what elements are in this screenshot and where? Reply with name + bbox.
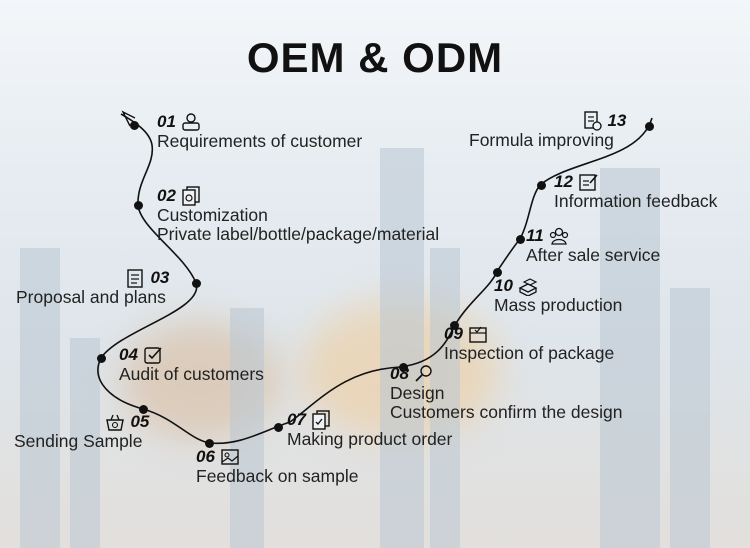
background-building bbox=[670, 288, 710, 548]
step-03: 03 Proposal and plans bbox=[16, 268, 169, 307]
step-number: 02 bbox=[157, 186, 176, 205]
step-label: Making product order bbox=[287, 429, 453, 449]
step-07: 07 Making product order bbox=[287, 410, 452, 449]
checkmark-icon bbox=[142, 345, 164, 365]
step-label: Audit of customers bbox=[119, 364, 264, 384]
step-number: 12 bbox=[554, 172, 573, 191]
step-number: 05 bbox=[130, 412, 150, 431]
customer-icon bbox=[180, 112, 202, 132]
step-number: 01 bbox=[157, 112, 176, 131]
image-icon bbox=[219, 447, 241, 467]
step-label: After sale service bbox=[526, 245, 661, 265]
step-13: 13 Formula improving bbox=[469, 111, 626, 150]
step-number: 11 bbox=[526, 226, 544, 245]
step-01: 01 Requirements of customer bbox=[157, 112, 362, 151]
step-label: Customization bbox=[157, 205, 268, 225]
basket-icon bbox=[104, 412, 126, 432]
background-building bbox=[70, 338, 100, 548]
package-icon bbox=[467, 324, 489, 344]
step-marker bbox=[204, 438, 214, 448]
step-marker bbox=[129, 120, 139, 130]
step-marker bbox=[191, 278, 201, 288]
step-10: 10 Mass production bbox=[494, 276, 622, 315]
step-09: 09 Inspection of package bbox=[444, 324, 614, 363]
step-number: 10 bbox=[494, 276, 513, 295]
step-number: 07 bbox=[287, 410, 306, 429]
formula-icon bbox=[581, 111, 603, 131]
background-building bbox=[380, 148, 424, 548]
step-04: 04 Audit of customers bbox=[119, 345, 264, 384]
team-icon bbox=[548, 226, 570, 246]
documents-icon bbox=[180, 186, 202, 206]
step-number: 09 bbox=[444, 324, 463, 343]
step-label: Formula improving bbox=[469, 130, 614, 150]
step-label: Information feedback bbox=[554, 191, 718, 211]
clipboard-icon bbox=[124, 268, 146, 288]
step-marker bbox=[133, 200, 143, 210]
edit-icon bbox=[577, 172, 599, 192]
order-icon bbox=[310, 410, 332, 430]
step-label: Proposal and plans bbox=[16, 287, 166, 307]
step-marker bbox=[449, 320, 459, 330]
step-number: 08 bbox=[390, 364, 409, 383]
step-06: 06 Feedback on sample bbox=[196, 447, 358, 486]
step-number: 13 bbox=[607, 111, 627, 130]
step-label: Sending Sample bbox=[14, 431, 143, 451]
step-marker bbox=[515, 234, 525, 244]
step-11: 11 After sale service bbox=[526, 226, 660, 265]
step-marker bbox=[96, 353, 106, 363]
background-building bbox=[230, 308, 264, 548]
boxes-icon bbox=[517, 276, 539, 297]
background-building bbox=[20, 248, 60, 548]
page-title: OEM & ODM bbox=[246, 34, 504, 81]
step-marker bbox=[644, 121, 654, 131]
step-08: 08 Design Customers confirm the design bbox=[390, 364, 622, 422]
step-number: 03 bbox=[150, 268, 170, 287]
magnifier-icon bbox=[413, 364, 435, 384]
step-marker bbox=[138, 404, 148, 414]
background-building bbox=[430, 248, 460, 548]
step-label: Feedback on sample bbox=[196, 466, 359, 486]
step-label: Design bbox=[390, 383, 445, 403]
step-number: 06 bbox=[196, 447, 215, 466]
step-label: Inspection of package bbox=[444, 343, 615, 363]
step-marker bbox=[536, 180, 546, 190]
step-label: Customers confirm the design bbox=[390, 402, 623, 422]
background-building bbox=[600, 168, 660, 548]
step-label: Requirements of customer bbox=[157, 131, 363, 151]
step-label: Mass production bbox=[494, 295, 623, 315]
step-marker bbox=[273, 422, 283, 432]
step-02: 02 Customization Private label/bottle/pa… bbox=[157, 186, 439, 244]
step-12: 12 Information feedback bbox=[554, 172, 717, 211]
step-label: Private label/bottle/package/material bbox=[157, 224, 440, 244]
step-05: 05 Sending Sample bbox=[14, 412, 149, 451]
step-number: 04 bbox=[119, 345, 138, 364]
step-marker bbox=[492, 267, 502, 277]
step-marker bbox=[398, 362, 408, 372]
